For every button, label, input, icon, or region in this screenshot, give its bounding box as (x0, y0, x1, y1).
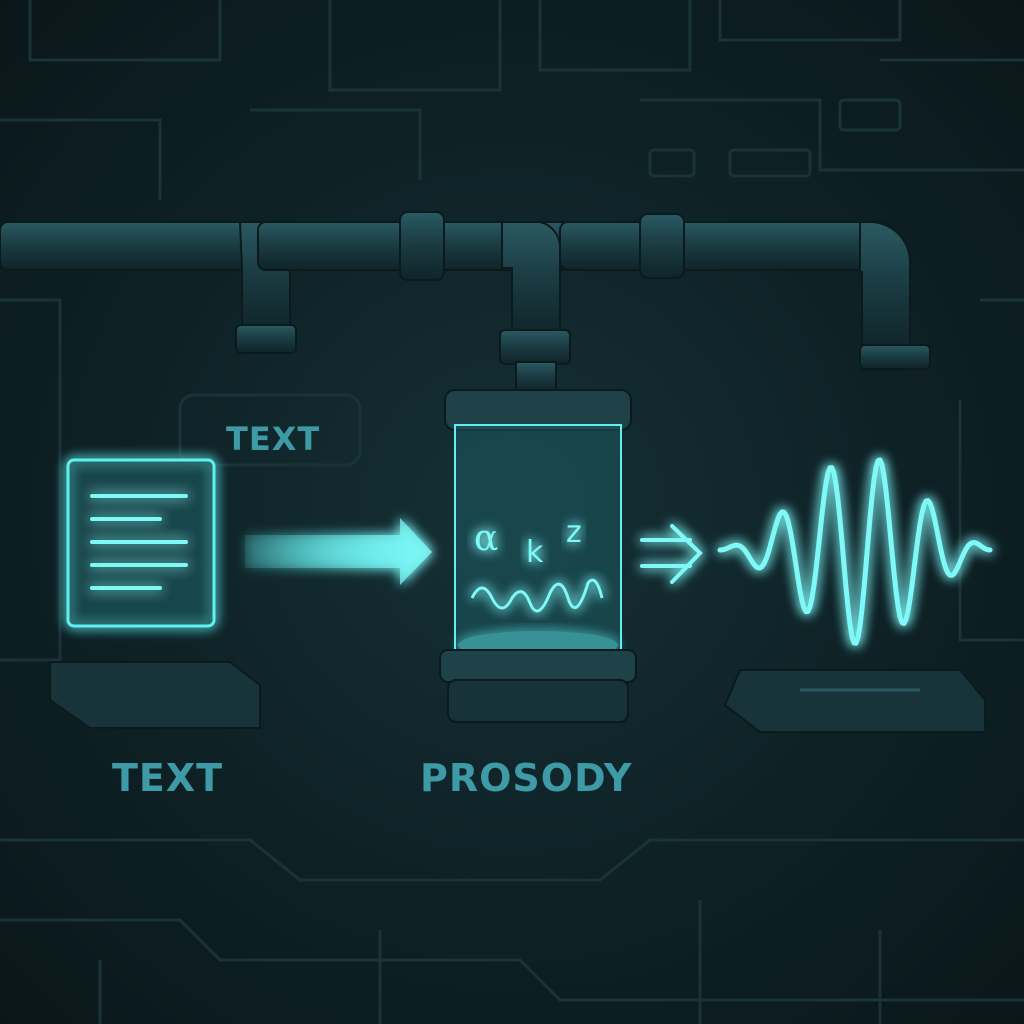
audio-waveform (717, 457, 993, 646)
pipes (0, 211, 931, 393)
alpha-symbol: α (474, 518, 498, 559)
pedestal-right (723, 669, 986, 733)
text-input-label: TEXT (112, 756, 224, 800)
arrow-text-to-prosody (245, 518, 432, 585)
arrow-prosody-to-wave (640, 524, 703, 584)
document-icon (66, 458, 216, 628)
k-symbol: k (526, 535, 544, 570)
z-symbol: z (566, 515, 582, 550)
top-text-label: TEXT (226, 420, 321, 458)
prosody-cylinder: α k z (439, 389, 637, 723)
prosody-label: PROSODY (420, 756, 633, 800)
pedestal-left (49, 661, 261, 729)
